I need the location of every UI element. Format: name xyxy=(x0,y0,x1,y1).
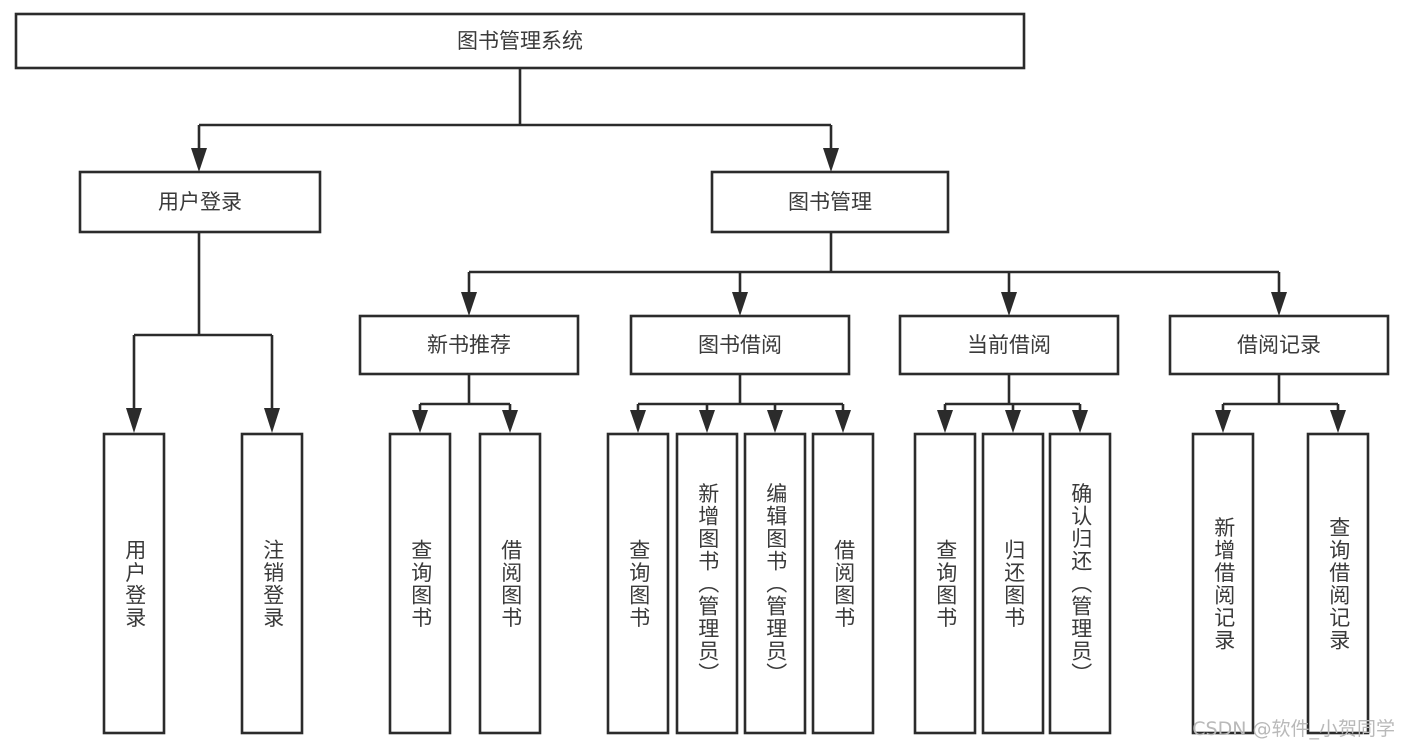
leaf-box-logout[interactable] xyxy=(240,432,304,735)
node-user-login[interactable]: 用户登录 xyxy=(78,170,322,234)
node-book-management[interactable]: 图书管理 xyxy=(710,170,950,234)
leaf-box-query-book-3[interactable] xyxy=(913,432,977,735)
node-new-book-recommend-label: 新书推荐 xyxy=(427,333,511,357)
leaf-box-add-record[interactable] xyxy=(1191,432,1255,735)
leaf-box-add-book[interactable] xyxy=(675,432,739,735)
node-borrow-record[interactable]: 借阅记录 xyxy=(1168,314,1390,376)
leaf-boxes xyxy=(102,432,1370,735)
node-root-label: 图书管理系统 xyxy=(457,29,583,53)
leaf-box-query-record[interactable] xyxy=(1306,432,1370,735)
leaf-box-return-book[interactable] xyxy=(981,432,1045,735)
leaf-box-borrow-book-2[interactable] xyxy=(811,432,875,735)
connector-bookmgmt-to-level3 xyxy=(461,232,1287,316)
csdn-watermark: CSDN @软件_小贺同学 xyxy=(1192,718,1395,740)
connector-record-to-leaves xyxy=(1215,374,1346,433)
leaf-box-confirm-return[interactable] xyxy=(1048,432,1112,735)
connector-newbook-to-leaves xyxy=(412,374,518,433)
node-borrow-record-label: 借阅记录 xyxy=(1237,333,1321,357)
node-book-borrow-label: 图书借阅 xyxy=(698,333,782,357)
node-current-borrow[interactable]: 当前借阅 xyxy=(898,314,1120,376)
node-user-login-label: 用户登录 xyxy=(158,190,242,214)
leaf-box-query-book-2[interactable] xyxy=(606,432,670,735)
connector-root-to-level2 xyxy=(191,68,839,172)
leaf-box-query-book-1[interactable] xyxy=(388,432,452,735)
leaf-box-edit-book[interactable] xyxy=(743,432,807,735)
node-book-management-label: 图书管理 xyxy=(788,190,872,214)
connector-current-to-leaves xyxy=(937,374,1088,433)
connector-userlogin-to-leaves xyxy=(126,232,280,433)
node-new-book-recommend[interactable]: 新书推荐 xyxy=(358,314,580,376)
leaf-box-borrow-book-1[interactable] xyxy=(478,432,542,735)
node-current-borrow-label: 当前借阅 xyxy=(967,333,1051,357)
node-root-book-management-system[interactable]: 图书管理系统 xyxy=(14,12,1026,70)
node-book-borrow[interactable]: 图书借阅 xyxy=(629,314,851,376)
connector-borrow-to-leaves xyxy=(630,374,851,433)
leaf-box-user-login[interactable] xyxy=(102,432,166,735)
